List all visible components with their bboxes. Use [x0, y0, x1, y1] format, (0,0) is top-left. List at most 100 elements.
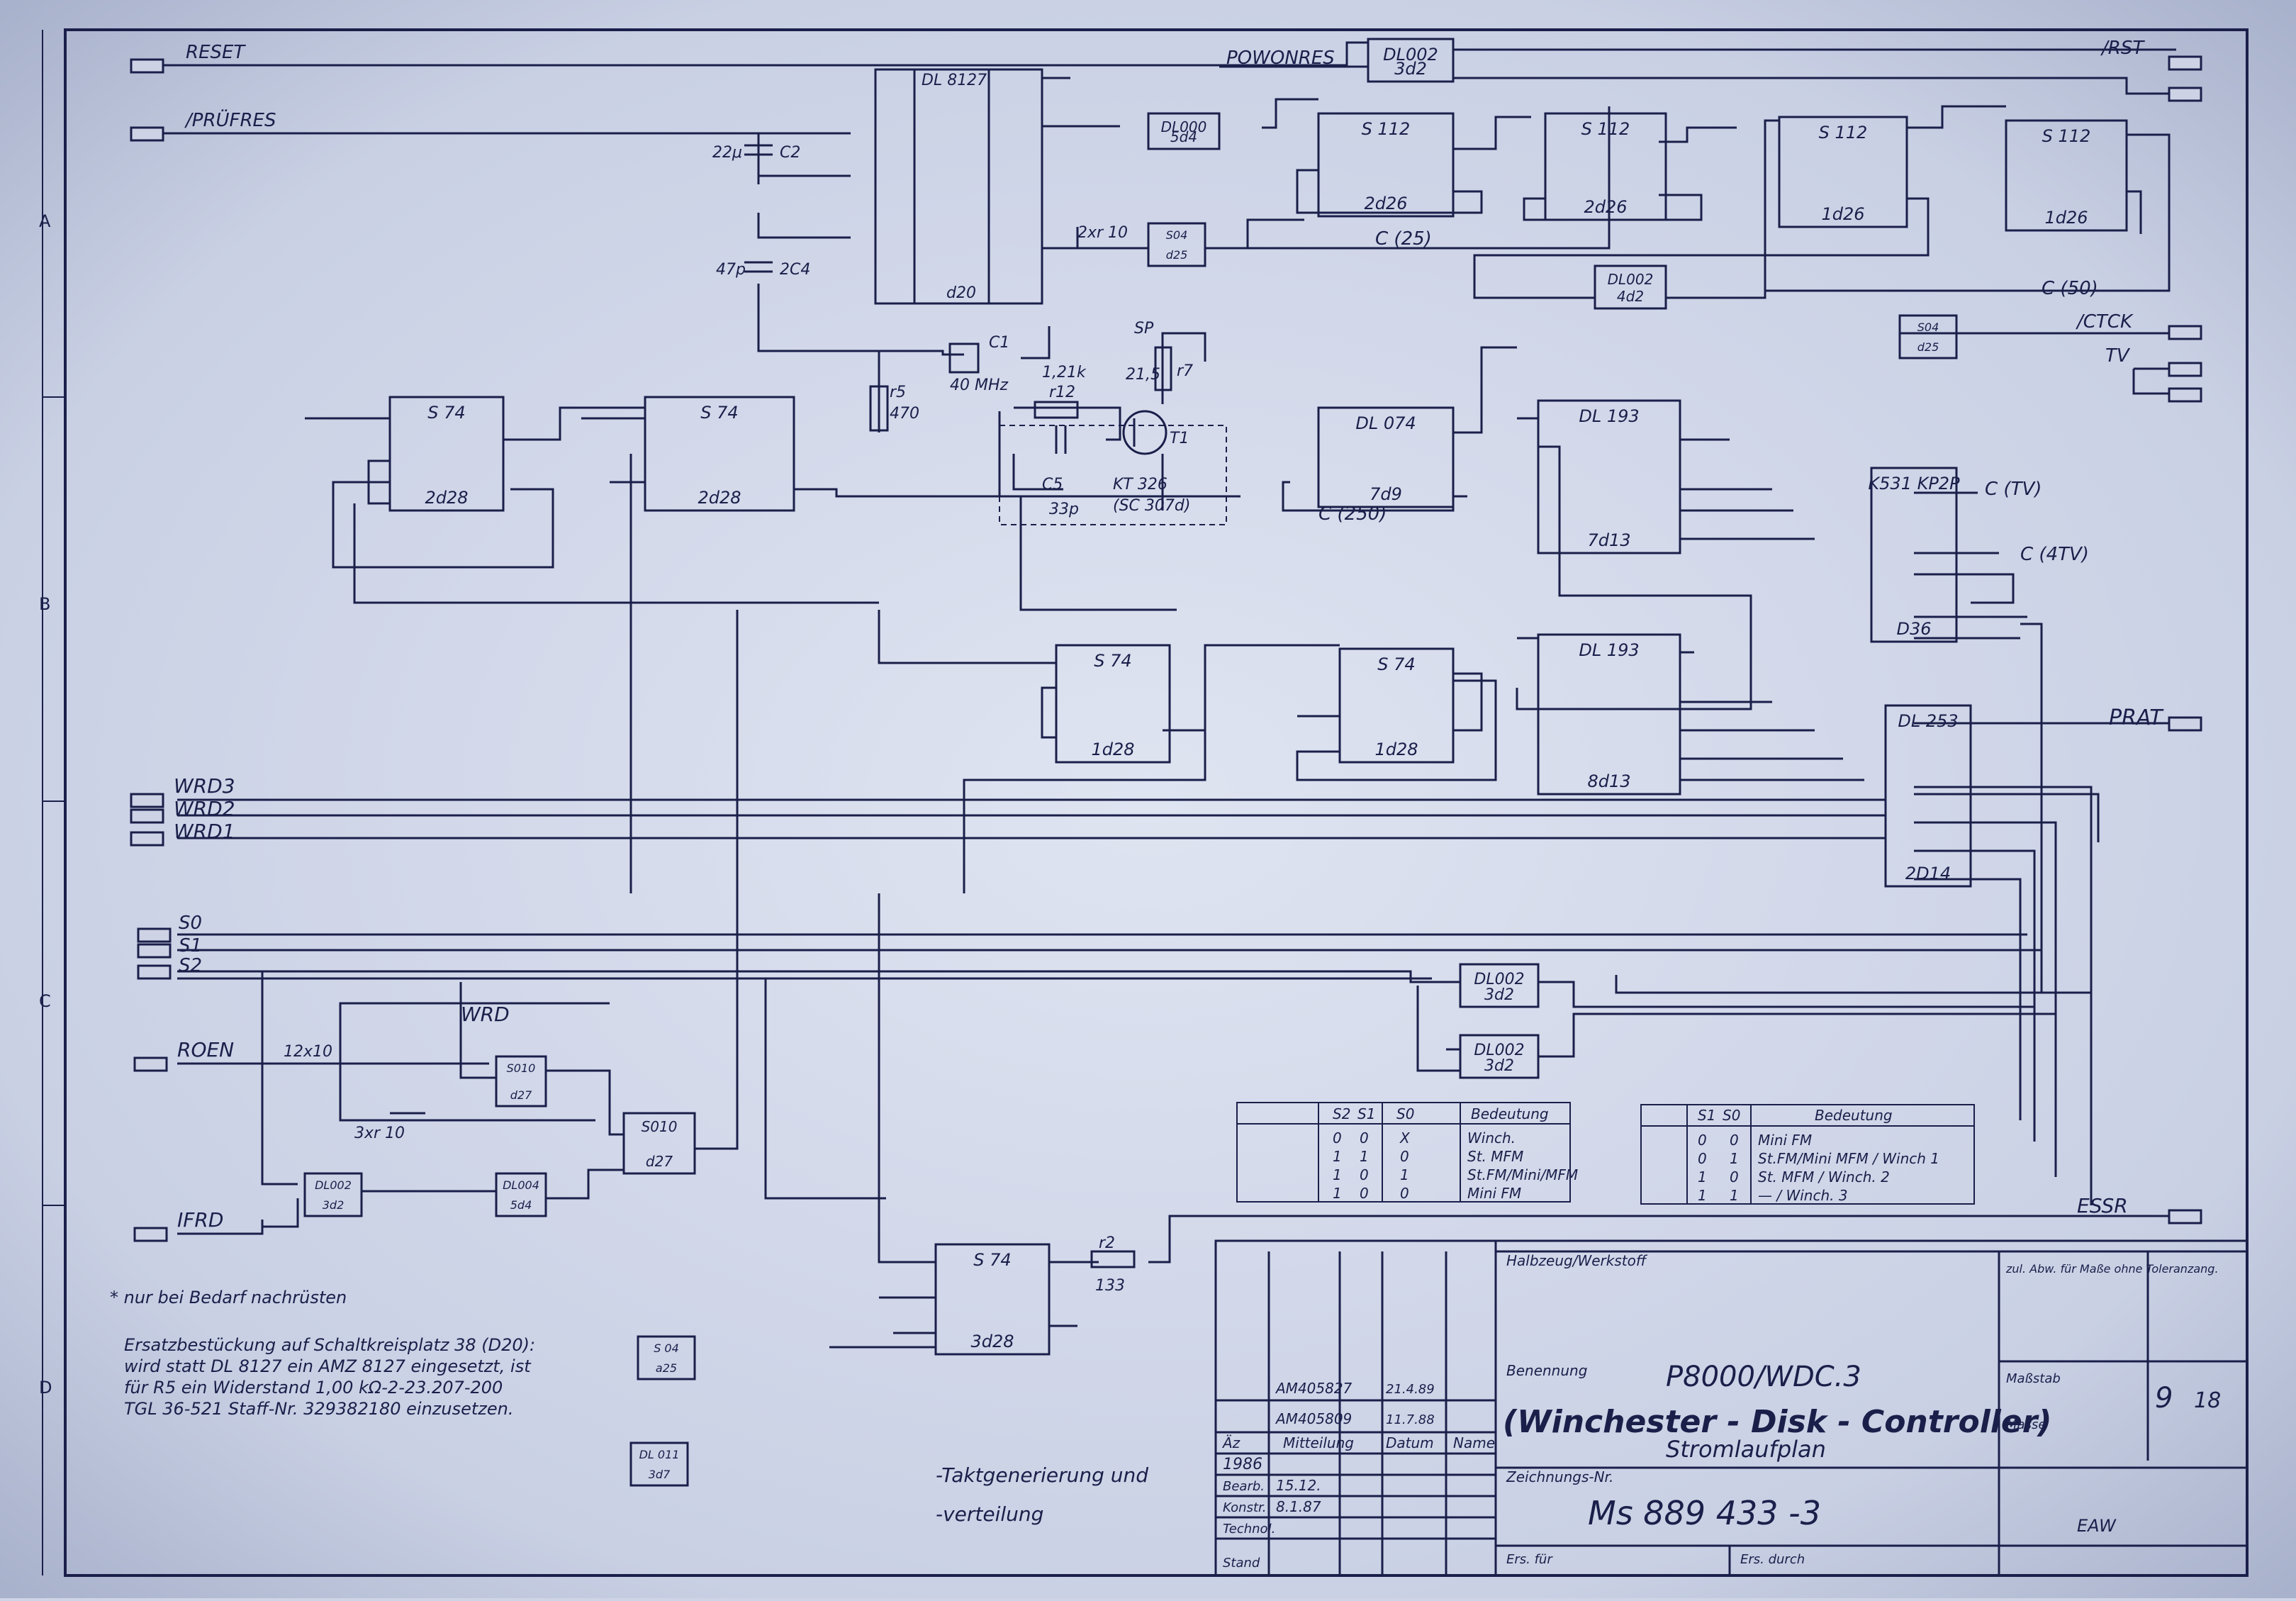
chip-type: DL 074	[1355, 413, 1416, 433]
mode-table-left-cell: 1	[1333, 1166, 1342, 1183]
chip-outline	[495, 1172, 547, 1217]
drawing-number: Ms 889 433 -3	[1588, 1494, 1821, 1532]
grid-ticks	[43, 396, 65, 1206]
mode-table-left-grid	[1236, 1102, 1571, 1203]
substitution-line-1: Ersatzbestückung auf Schaltkreisplatz 38…	[124, 1335, 535, 1355]
mode-table-left-cell: 0	[1360, 1185, 1369, 1202]
c50-label: C (50)	[2042, 278, 2098, 299]
chip-ref: 3d28	[970, 1332, 1014, 1351]
drawing-subtitle: (Winchester - Disk - Controller)	[1503, 1404, 2052, 1440]
reset-label: RESET	[186, 42, 246, 63]
footnote: * nur bei Bedarf nachrüsten	[110, 1288, 347, 1307]
wrd2-label: WRD2	[174, 797, 235, 820]
mode-table-left-cell: St. MFM	[1467, 1148, 1523, 1165]
mode-table-left-header: Bedeutung	[1471, 1105, 1549, 1122]
c5-value: 33p	[1049, 501, 1079, 518]
chip-outline	[388, 396, 505, 512]
signal-labels: RESET /PRÜFRES POWONRES /RST /CTCK TV PR…	[174, 38, 2164, 1232]
chip-type: DL002	[1608, 271, 1654, 288]
chip-type: S 74	[427, 403, 465, 423]
c4-label: 2C4	[780, 261, 810, 279]
transistor-alt-label: (SC 307d)	[1113, 497, 1190, 515]
chip-type: S010	[642, 1118, 678, 1135]
mode-table-right-cell: 0	[1698, 1150, 1707, 1167]
jumper2-label: 12x10	[284, 1043, 332, 1061]
bearb-label: Bearb.	[1223, 1479, 1265, 1494]
mode-table-right-cell: St.FM/Mini MFM / Winch 1	[1758, 1150, 1939, 1167]
chip-outline	[1537, 633, 1681, 796]
r12-label: r12	[1049, 384, 1075, 401]
mode-table-left-cell: X	[1399, 1129, 1411, 1147]
chip-ref: 5d4	[1170, 128, 1197, 145]
rev1-notice: AM405809	[1275, 1410, 1352, 1427]
chip-outline	[1459, 963, 1540, 1008]
mode-table-left-cell: 0	[1360, 1129, 1369, 1147]
mode-table-right-cell: 1	[1730, 1187, 1739, 1204]
mode-table-left-cell: 0	[1400, 1185, 1409, 1202]
chip-ref: d27	[510, 1088, 532, 1102]
konstr-label: Konstr.	[1223, 1500, 1267, 1515]
chip-type: DL004	[503, 1178, 539, 1192]
rst-label: /RST	[2100, 38, 2145, 59]
mode-table-right-cell: Mini FM	[1758, 1132, 1812, 1149]
chip-outline	[1884, 704, 1972, 888]
r2-label: r2	[1099, 1234, 1115, 1252]
chip-type: S04	[1166, 228, 1188, 242]
r7-label: r7	[1177, 362, 1193, 380]
grid-row-d: D	[39, 1378, 52, 1398]
chip-type: DL002	[1474, 1042, 1524, 1059]
mode-table-right-cell: St. MFM / Winch. 2	[1758, 1168, 1890, 1186]
chip-outline	[303, 1172, 363, 1217]
mode-table-left-cell: 1	[1333, 1148, 1342, 1165]
chip-outline	[934, 1243, 1051, 1356]
chip-d20	[874, 68, 1043, 305]
drawing-frame	[42, 28, 2249, 1577]
chip-outline	[1317, 112, 1455, 218]
chip-outline	[637, 1335, 696, 1380]
mode-table-left-cell: 0	[1333, 1129, 1342, 1147]
mode-table-left-cell: 0	[1400, 1148, 1409, 1165]
c2-label: C2	[780, 144, 800, 162]
chip-d20-text: DL 8127 d20	[922, 72, 987, 302]
d20-ref: d20	[946, 284, 976, 302]
ifrd-label: IFRD	[177, 1208, 223, 1232]
r5-value: 470	[890, 405, 919, 423]
stand-label: Stand	[1223, 1556, 1260, 1571]
chip-ref: 7d9	[1370, 484, 1402, 504]
masse-label: Masse	[2006, 1417, 2046, 1432]
mode-table-left-cell: Mini FM	[1467, 1185, 1521, 1202]
chip-outline	[1459, 1034, 1540, 1079]
mode-table-right-cell: 0	[1730, 1132, 1739, 1149]
chip-ref: 1d26	[2044, 208, 2088, 228]
chip-ref: 2d26	[1584, 197, 1627, 217]
s0-label: S0	[179, 913, 202, 934]
chip-outline	[1147, 112, 1221, 150]
chip-type: DL002	[1474, 971, 1524, 988]
substitution-line-4: TGL 36-521 Staff-Nr. 329382180 einzusetz…	[124, 1399, 514, 1419]
chip-ref: 3d2	[1484, 986, 1514, 1004]
sheet-number: 9	[2155, 1382, 2173, 1415]
mode-table-right-cell: — / Winch. 3	[1758, 1187, 1848, 1204]
c2-value: 22μ	[712, 144, 742, 162]
drawing-title: P8000/WDC.3	[1666, 1361, 1861, 1393]
mode-table-right-cell: 0	[1730, 1168, 1739, 1186]
mode-table-right-header: Bedeutung	[1815, 1107, 1893, 1124]
chip-type: S010	[507, 1061, 536, 1075]
chip-ref: 3d2	[323, 1198, 345, 1212]
mode-table-left-header: S1	[1357, 1105, 1375, 1122]
